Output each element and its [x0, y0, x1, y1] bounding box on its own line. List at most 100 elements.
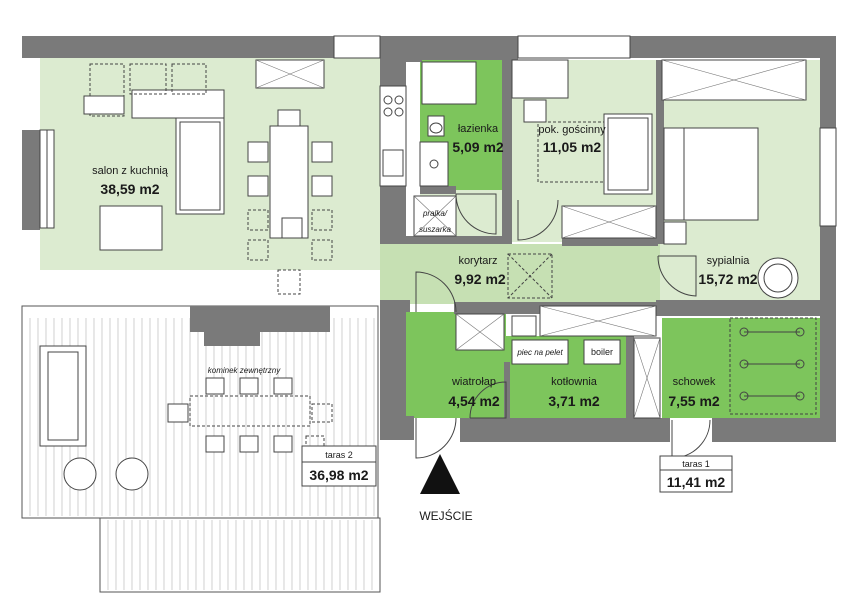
fireplace-chimney [204, 306, 260, 346]
deck-steps [99, 517, 381, 593]
washbasin-counter [421, 61, 477, 105]
room-area: 9,92 m2 [454, 271, 506, 287]
vestibule-door [415, 417, 457, 459]
bikes [739, 327, 805, 401]
terrace-chair [311, 403, 333, 423]
wall-boiler-store [626, 314, 634, 418]
dining-chair [247, 141, 269, 163]
sofa-back [131, 89, 225, 119]
bedroom-furniture [657, 59, 807, 299]
wall-top-left [22, 36, 334, 58]
window-right [819, 127, 837, 227]
kitchen-sink [382, 149, 404, 177]
dining-chair [247, 239, 269, 261]
guest-room-furniture [511, 59, 657, 241]
pellet-stove-label: piec na pelet [516, 348, 563, 357]
room-area: 38,59 m2 [100, 181, 159, 197]
wall-bath-bottom [420, 186, 456, 194]
wall-guest-bed [656, 60, 664, 244]
guest-desk [511, 59, 569, 99]
room-name: pok. gościnny [538, 124, 606, 136]
guest-sofa-seat [607, 117, 649, 191]
corridor-door [415, 271, 457, 313]
dining-chair [311, 239, 333, 261]
bike-icon [739, 327, 805, 337]
window-top-guest [517, 35, 631, 59]
terrace-chair [167, 403, 189, 423]
guest-chair [523, 99, 547, 123]
dining-chair [277, 269, 301, 295]
terrace-chair [205, 435, 225, 453]
room-name: korytarz [458, 255, 497, 267]
hob-burner [383, 107, 393, 117]
terrace-name: taras 1 [682, 459, 710, 469]
wardrobe-cross [539, 305, 657, 337]
hob-burner [394, 107, 404, 117]
utility-box [511, 315, 537, 337]
walls [22, 36, 836, 442]
sofa-seat [179, 121, 221, 211]
bed [663, 127, 759, 221]
terrace-chair [205, 377, 225, 395]
korytarz-floor [380, 244, 660, 304]
dining-chair [311, 175, 333, 197]
room-name: wiatrołap [451, 376, 496, 388]
wall-right-top [820, 36, 836, 128]
room-name: łazienka [458, 123, 499, 135]
bedroom-door [657, 255, 697, 297]
hatch-line [507, 253, 553, 299]
bike-icon [739, 359, 805, 369]
shelf-cross [633, 337, 661, 419]
terrace-chair [239, 377, 259, 395]
pellet-stove [511, 339, 569, 365]
wall-top-right [630, 36, 836, 58]
room-area: 11,05 m2 [543, 139, 602, 155]
wall-bottom-boiler [460, 418, 670, 442]
terrace-labels: taras 2 36,98 m2 taras 1 11,41 m2 [309, 450, 725, 490]
attic-hatch [507, 253, 553, 299]
bike-rack [729, 317, 817, 415]
terrace-chair [273, 435, 293, 453]
room-name: sypialnia [707, 255, 751, 267]
wall-bath-guest [502, 60, 512, 244]
terrace-chair [273, 377, 293, 395]
wall-top-bath [406, 36, 506, 60]
shower-tray [419, 141, 449, 187]
deck-plank-lines [29, 318, 375, 590]
window-top-salon [333, 35, 381, 59]
wall-left-post [22, 130, 40, 230]
entrance-label: WEJŚCIE [419, 508, 472, 523]
lounge-cushion [47, 351, 79, 441]
terrace-chair [239, 435, 259, 453]
terrace-area: 36,98 m2 [309, 467, 368, 483]
triangle-up-icon [420, 454, 460, 494]
wall-right-mid [820, 226, 836, 436]
shower-drain [429, 159, 439, 169]
corridor-items [415, 253, 553, 313]
wall-vest-boiler [504, 362, 510, 418]
coffee-table-2 [129, 63, 167, 95]
boiler-door [469, 381, 507, 419]
terrace-name: taras 2 [325, 450, 353, 460]
round-table [63, 457, 97, 491]
equipment-labels: kominek zewnętrzny piec na pelet boiler … [208, 209, 613, 523]
dining-chair [311, 141, 333, 163]
laundry-label: suszarka [419, 225, 452, 234]
room-area: 4,54 m2 [448, 393, 500, 409]
armchair [99, 205, 163, 251]
laundry-cross [413, 195, 457, 237]
bathroom-furniture [413, 61, 497, 237]
sofa-side [175, 117, 225, 215]
laundry-label: pralka/ [422, 209, 448, 218]
taras1-box [659, 455, 733, 493]
hob-burner [383, 95, 393, 105]
dining-chair [247, 175, 269, 197]
room-area: 5,09 m2 [452, 139, 504, 155]
boiler [583, 339, 621, 365]
room-area: 3,71 m2 [548, 393, 600, 409]
room-area: 15,72 m2 [698, 271, 757, 287]
room-name: kotłownia [551, 376, 598, 388]
wall-top-guest [504, 36, 518, 62]
room-name: schowek [673, 376, 716, 388]
